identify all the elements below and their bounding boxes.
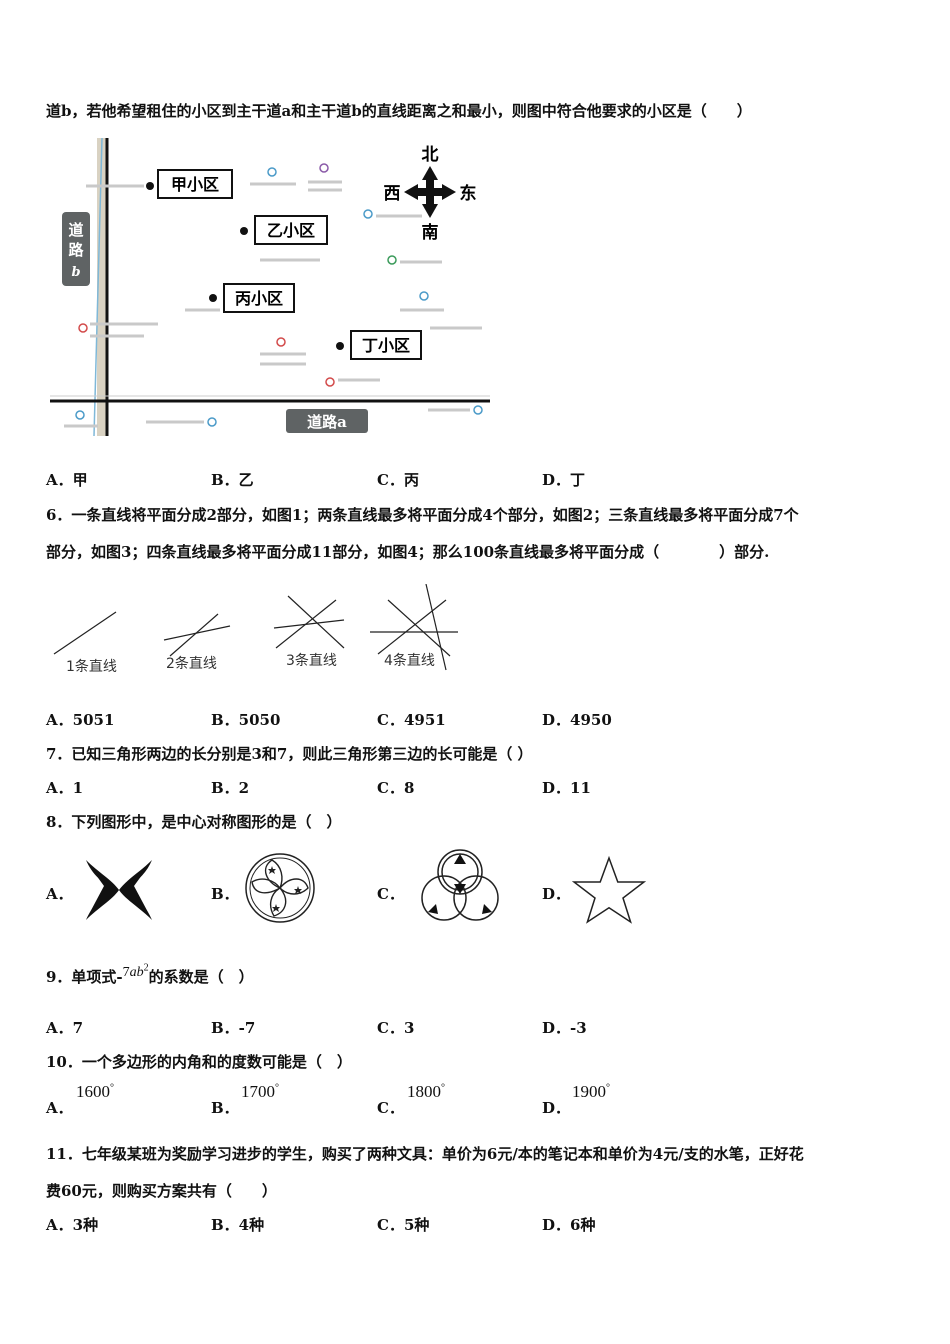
fig1-line	[53, 611, 117, 655]
river-line	[93, 138, 103, 436]
road-a-label: 道路a	[307, 413, 347, 431]
district-box-bing	[223, 283, 295, 313]
district-jia: 甲小区	[171, 175, 219, 194]
q5-stem: 道b，若他希望租住的小区到主干道a和主干道b的直线距离之和最小，则图中符合他要求…	[46, 102, 752, 120]
q10-option-a[interactable]: A．	[46, 1099, 73, 1117]
q9-stem: 9．单项式-7ab2的系数是（ ）	[46, 962, 254, 987]
q5-option-b[interactable]: B．乙	[211, 471, 254, 489]
q11-option-c[interactable]: C．5种	[377, 1216, 430, 1234]
q8-figure-b-bauhinia-icon	[245, 853, 315, 923]
map-faint-labels	[64, 180, 482, 428]
q7-option-c[interactable]: C．8	[377, 779, 415, 797]
fig4-label: 4条直线	[384, 652, 435, 669]
road-b-label-char: b	[71, 265, 80, 280]
q8-option-b[interactable]: B．	[211, 885, 239, 903]
q6-option-b[interactable]: B．5050	[211, 711, 281, 729]
q5-option-d[interactable]: D．丁	[542, 471, 586, 489]
q10-option-d[interactable]: D．	[542, 1099, 571, 1117]
q9-option-a[interactable]: A．7	[46, 1019, 84, 1037]
q10-stem: 10．一个多边形的内角和的度数可能是（ ）	[46, 1053, 352, 1071]
compass-east: 东	[460, 183, 477, 204]
road-b-label-char: 道	[68, 221, 83, 239]
q8-option-a[interactable]: A．	[46, 885, 73, 903]
q11-option-b[interactable]: B．4种	[211, 1216, 265, 1234]
q5-option-a[interactable]: A．甲	[46, 471, 88, 489]
q6-option-c[interactable]: C．4951	[377, 711, 446, 729]
q10-value-a: 1600°	[76, 1082, 114, 1101]
q10-option-b[interactable]: B．	[211, 1099, 239, 1117]
q9-coef: 7	[122, 965, 130, 980]
q7-stem: 7．已知三角形两边的长分别是3和7，则此三角形第三边的长可能是（ ）	[46, 745, 533, 763]
q7-option-d[interactable]: D．11	[542, 779, 591, 797]
q5-map-figure: 道 路 b 道路a 甲小区 乙小区 丙小区 丁小区 北 南 西 东	[50, 138, 490, 436]
q9-suffix: 的系数是（ ）	[148, 968, 254, 986]
q9-option-c[interactable]: C．3	[377, 1019, 415, 1037]
q10-value-d: 1900°	[572, 1082, 610, 1101]
q11-stem-line1: 11．七年级某班为奖励学习进步的学生，购买了两种文具：单价为6元/本的笔记本和单…	[46, 1145, 804, 1163]
fig3-label: 3条直线	[286, 652, 337, 669]
q5-option-c[interactable]: C．丙	[377, 471, 419, 489]
compass-north: 北	[422, 145, 439, 165]
district-dot	[146, 182, 154, 190]
q8-figure-c-triquetra-icon	[421, 849, 499, 921]
q9-option-d[interactable]: D．-3	[542, 1019, 587, 1037]
fig1-label: 1条直线	[66, 658, 117, 675]
road-b-band	[97, 138, 107, 436]
fig2-label: 2条直线	[166, 655, 217, 672]
q9-var: ab	[129, 965, 144, 980]
q7-option-b[interactable]: B．2	[211, 779, 250, 797]
q7-option-a[interactable]: A．1	[46, 779, 84, 797]
q6-stem-line2: 部分，如图3；四条直线最多将平面分成11部分，如图4；那么100条直线最多将平面…	[46, 543, 770, 561]
q8-option-c[interactable]: C．	[377, 885, 404, 903]
q6-stem-line1: 6．一条直线将平面分成2部分，如图1；两条直线最多将平面分成4个部分，如图2；三…	[46, 506, 799, 524]
q10-option-c[interactable]: C．	[377, 1099, 404, 1117]
road-a-label-box	[286, 409, 368, 433]
q9-monomial: 7ab2	[122, 962, 149, 980]
q10-value-c: 1800°	[407, 1082, 445, 1101]
district-box-jia	[157, 169, 233, 199]
q8-figure-a-shape	[86, 860, 152, 920]
q8-figure-d-star-icon	[572, 856, 646, 924]
q9-exp: 2	[143, 962, 149, 974]
q6-option-a[interactable]: A．5051	[46, 711, 115, 729]
q9-option-b[interactable]: B．-7	[211, 1019, 256, 1037]
district-yi: 乙小区	[267, 221, 315, 240]
q11-stem-line2: 费60元，则购买方案共有（ ）	[46, 1182, 277, 1200]
compass-south: 南	[422, 222, 439, 243]
q8-stem: 8．下列图形中，是中心对称图形的是（ ）	[46, 813, 342, 831]
district-bing: 丙小区	[235, 289, 283, 308]
q11-option-d[interactable]: D．6种	[542, 1216, 596, 1234]
q9-prefix: 9．单项式-	[46, 968, 123, 986]
q8-option-d[interactable]: D．	[542, 885, 571, 903]
district-box-ding	[350, 330, 422, 360]
q10-value-b: 1700°	[241, 1082, 279, 1101]
compass-west: 西	[384, 184, 401, 204]
map-marker-icons	[75, 163, 483, 427]
compass-icon	[404, 166, 456, 218]
district-box-yi	[254, 215, 328, 245]
q6-option-d[interactable]: D．4950	[542, 711, 612, 729]
district-ding: 丁小区	[362, 336, 410, 355]
road-b-label-box	[62, 212, 90, 286]
q11-option-a[interactable]: A．3种	[46, 1216, 99, 1234]
road-b-label-char: 路	[68, 241, 84, 259]
q6-lines-figures: 1条直线 2条直线 3条直线 4条直线	[53, 584, 458, 675]
